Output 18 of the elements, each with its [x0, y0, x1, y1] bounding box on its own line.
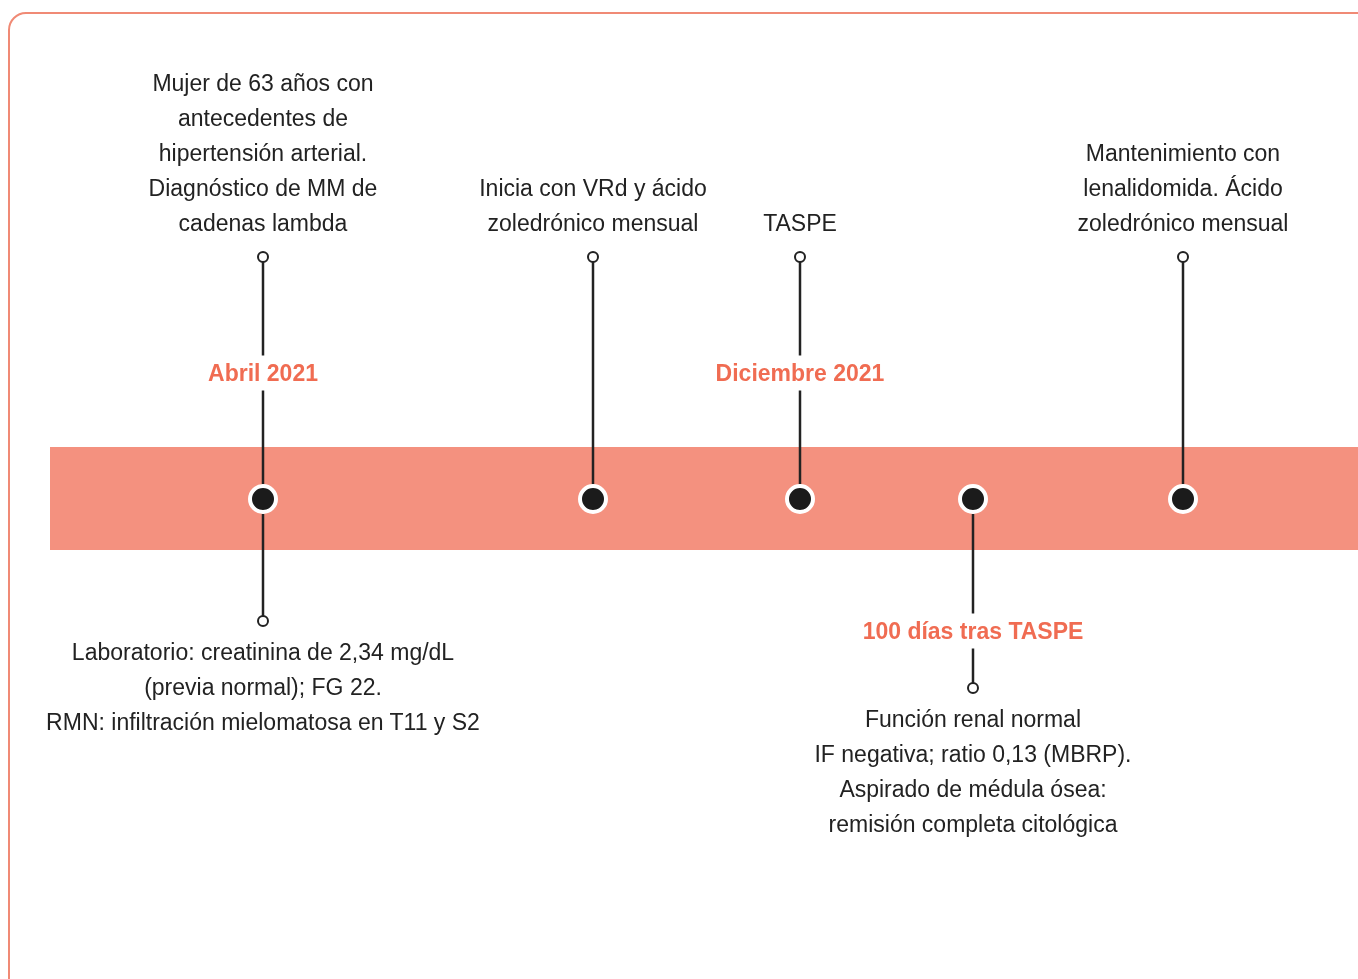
connector-line — [587, 251, 599, 484]
event-text: Aspirado de médula ósea: remisión completa citológica — [827, 775, 1119, 839]
event-text: Inicia con VRd y ácido zoledrónico mensual — [478, 174, 708, 238]
event-text: Función renal normal — [864, 705, 1082, 734]
timeline-dot — [248, 484, 278, 514]
connector-line — [257, 514, 269, 627]
timeline-dot — [1168, 484, 1198, 514]
event-text: Laboratorio: creatinina de 2,34 mg/dL (previa normal); FG 22. — [70, 638, 456, 702]
event-text: Mantenimiento con lenalidomida. Ácido zoledrónico mensual — [1076, 139, 1290, 238]
timeline-dot — [785, 484, 815, 514]
timeline-band — [50, 447, 1358, 550]
event-text: RMN: infiltración mielomatosa en T11 y S2 — [46, 708, 480, 737]
event-text: Mujer de 63 años con antecedentes de hipertensión arterial. Diagnóstico de MM de cadenas lambda — [147, 69, 379, 238]
timeline-dot — [958, 484, 988, 514]
event-text: IF negativa; ratio 0,13 (MBRP). — [814, 740, 1132, 769]
event-text: TASPE — [763, 209, 837, 238]
timeline-dot — [578, 484, 608, 514]
connector-line — [1177, 251, 1189, 484]
